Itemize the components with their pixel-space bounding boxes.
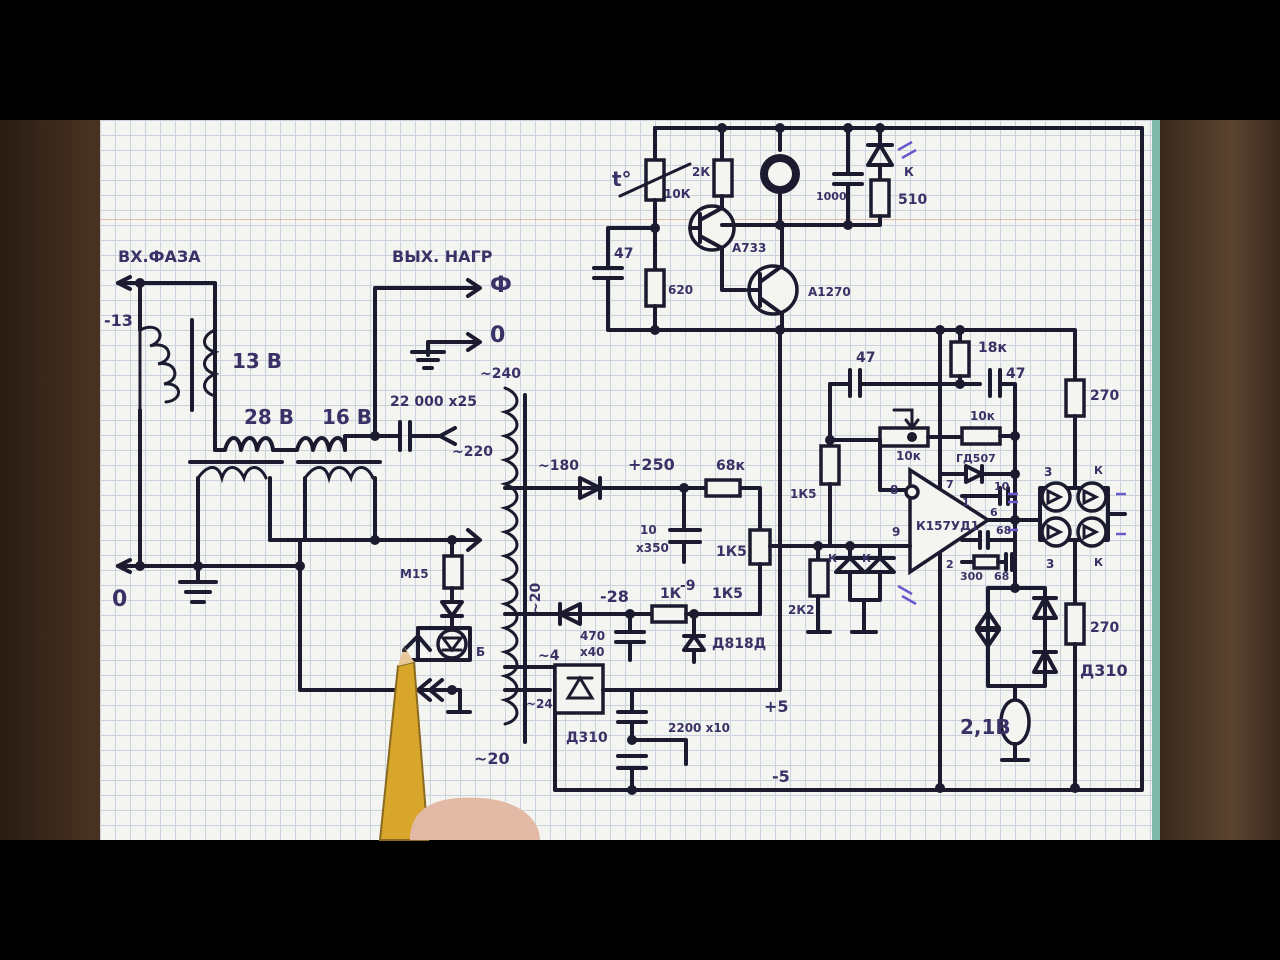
label-r270-a: 270 xyxy=(1090,388,1119,404)
minus28-supply xyxy=(548,602,762,664)
label-t-a733: А733 xyxy=(732,241,766,255)
label-pin1: 1 xyxy=(962,496,970,509)
label-c10: 10 xyxy=(640,523,657,537)
label-c47-b: 47 xyxy=(856,350,875,366)
label-phi: Ф xyxy=(490,273,512,298)
label-tap240: ~240 xyxy=(480,366,521,382)
fingertip xyxy=(410,797,540,840)
label-r620: 620 xyxy=(668,283,693,297)
opamp-section xyxy=(778,325,1127,793)
label-d310-a: Д310 xyxy=(566,730,608,746)
label-c47-c: 47 xyxy=(1006,366,1025,382)
label-cap-main: 22 000 x25 xyxy=(390,394,477,410)
label-r1k5-b: 1К5 xyxy=(712,586,743,602)
output-load xyxy=(373,278,482,438)
label-t-a1270: А1270 xyxy=(808,285,851,299)
label-tap20b: ~20 xyxy=(474,749,510,768)
label-input-phase: ВХ.ФАЗА xyxy=(118,247,201,266)
label-r10k-t: 10К xyxy=(664,187,691,201)
autotransformer xyxy=(499,386,552,744)
label-led-k1: К xyxy=(1094,464,1103,477)
label-r510: 510 xyxy=(898,192,927,208)
label-d310-b: Д310 xyxy=(1080,661,1128,680)
label-tap20a: ~20 xyxy=(528,583,544,614)
label-led-k4: К xyxy=(828,552,837,565)
label-motor: 2,1В xyxy=(960,715,1011,739)
label-c68-a: 68 xyxy=(996,524,1011,537)
label-minus5: -5 xyxy=(772,767,790,786)
label-r10k-fb: 10к xyxy=(970,409,995,423)
label-plus250: +250 xyxy=(628,455,675,474)
label-plus5: +5 xyxy=(764,697,789,716)
label-x350: x350 xyxy=(636,541,669,555)
input-section xyxy=(116,275,482,692)
label-c47-a: 47 xyxy=(614,246,633,262)
label-led-3a: 3 xyxy=(1044,465,1052,479)
label-gd507: ГД507 xyxy=(956,452,996,465)
label-28v: 28 В xyxy=(244,405,294,429)
label-output-load: ВЫХ. НАГР xyxy=(392,247,493,266)
label-led-k3: К xyxy=(862,552,871,565)
label-zero-in: 0 xyxy=(112,587,127,612)
label-led-k-top: К xyxy=(904,165,914,179)
pencil xyxy=(378,646,430,841)
label-thermistor: t° xyxy=(612,167,632,191)
label-m15: М15 xyxy=(400,567,429,581)
label-r1k5-a: 1К5 xyxy=(716,544,747,560)
label-c2200: 2200 x10 xyxy=(668,721,730,735)
label-c10-small: 10 xyxy=(994,480,1010,493)
label-tap180: ~180 xyxy=(538,458,579,474)
label-zero-out: 0 xyxy=(490,323,505,348)
main-capacitor xyxy=(393,420,457,452)
label-16v: 16 В xyxy=(322,405,372,429)
label-tap24: ~24 xyxy=(526,697,553,711)
label-13v: 13 В xyxy=(232,349,282,373)
label-pin8: 8 xyxy=(890,483,898,497)
label-opamp: К157УД1 xyxy=(916,519,979,533)
letterbox-top xyxy=(0,0,1280,120)
indicator-branch xyxy=(400,535,472,714)
plus250-supply xyxy=(518,476,907,616)
label-pin9: 9 xyxy=(892,525,900,539)
label-r300: 300 xyxy=(960,570,983,583)
label-pot10k: 10к xyxy=(896,449,921,463)
label-pin2: 2 xyxy=(946,558,954,571)
label-x40: x40 xyxy=(580,645,604,659)
paper-edge xyxy=(1152,120,1160,840)
desk-right xyxy=(1160,120,1280,840)
label-tap4: ~4 xyxy=(538,648,560,664)
label-zener: Д818Д xyxy=(712,636,766,652)
paper-margin-line xyxy=(100,219,1158,220)
label-r68k: 68к xyxy=(716,458,745,474)
label-c470: 470 xyxy=(580,629,605,643)
label-minus9: -9 xyxy=(680,578,696,594)
label-r1k5-c: 1К5 xyxy=(790,487,817,501)
label-c68-b: 68 xyxy=(994,570,1009,583)
fan-controller xyxy=(592,123,1144,335)
label-r270-b: 270 xyxy=(1090,620,1119,636)
label-r2k2: 2К2 xyxy=(788,603,815,617)
label-tap220: ~220 xyxy=(452,444,493,460)
label-r2k: 2К xyxy=(692,165,710,179)
label-r1k: 1К xyxy=(660,586,682,602)
letterbox-bottom xyxy=(0,840,1280,960)
labels: ВХ.ФАЗА ВЫХ. НАГР Ф 0 0 -13 13 В 28 В 16… xyxy=(104,165,1128,786)
label-led-b: Б xyxy=(476,645,485,659)
label-r18k: 18к xyxy=(978,340,1007,356)
label-pin7: 7 xyxy=(946,478,954,491)
label-led-k2: К xyxy=(1094,556,1103,569)
label-minus28: -28 xyxy=(600,587,629,606)
label-led-3b: 3 xyxy=(1046,557,1054,571)
desk-left xyxy=(0,120,100,840)
label-pin6: 6 xyxy=(990,506,998,519)
label-minus13: -13 xyxy=(104,311,133,330)
label-c1000: 1000 xyxy=(816,190,847,203)
